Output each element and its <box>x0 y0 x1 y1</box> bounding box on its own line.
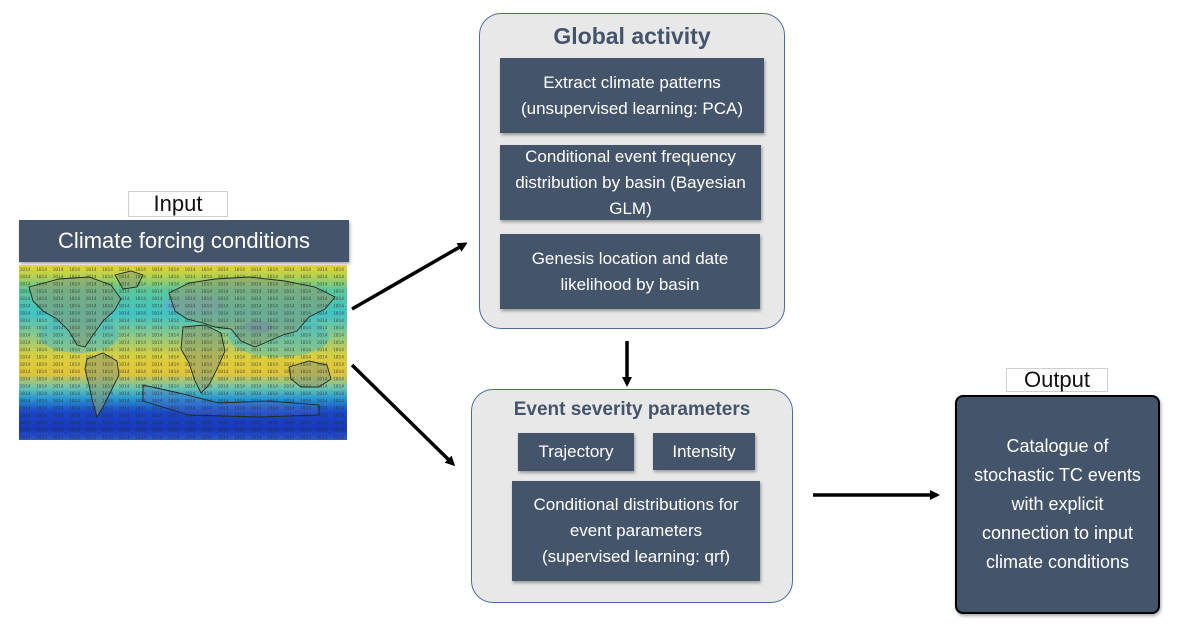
intensity-box: Intensity <box>653 433 755 470</box>
arrow-to-event-severity <box>350 363 456 467</box>
conditional-distributions-box: Conditional distributions for event para… <box>512 481 760 581</box>
trajectory-box: Trajectory <box>518 433 634 471</box>
genesis-location-box: Genesis location and date likelihood by … <box>500 234 760 309</box>
output-catalogue-box: Catalogue of stochastic TC events with e… <box>955 395 1160 614</box>
climate-forcing-title: Climate forcing conditions <box>19 220 349 262</box>
world-map-icon: 1014 <box>19 265 347 440</box>
global-activity-title: Global activity <box>553 23 711 49</box>
arrow-to-global-activity <box>351 242 468 311</box>
extract-climate-patterns-box: Extract climate patterns (unsupervised l… <box>500 58 764 133</box>
event-frequency-box: Conditional event frequency distribution… <box>500 145 761 220</box>
output-label: Output <box>1006 367 1108 392</box>
event-severity-title: Event severity parameters <box>513 399 751 420</box>
input-label: Input <box>128 191 228 217</box>
